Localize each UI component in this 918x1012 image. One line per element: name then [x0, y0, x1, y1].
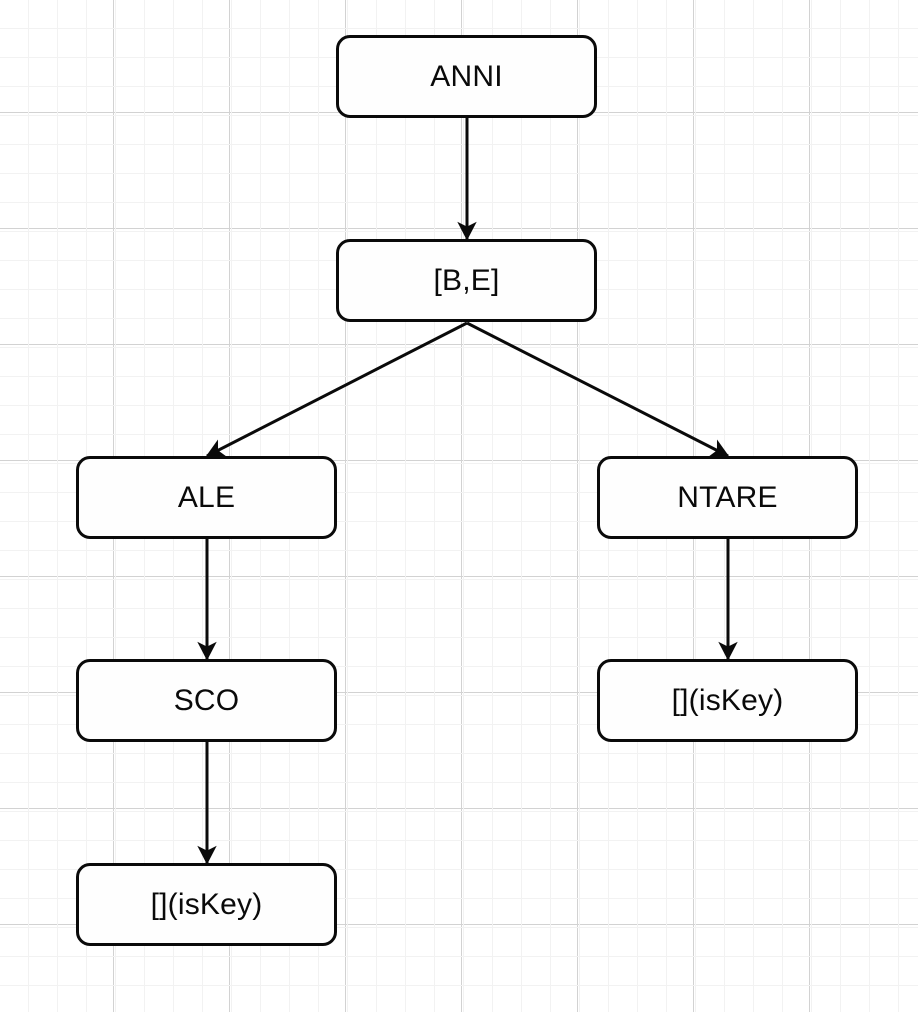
node-ale[interactable]: ALE: [76, 456, 337, 539]
node-anni[interactable]: ANNI: [336, 35, 597, 118]
edge-be-to-ntare: [466, 321, 730, 458]
node-label: [](isKey): [150, 887, 263, 921]
node-iskey-right[interactable]: [](isKey): [597, 659, 858, 742]
node-label: SCO: [173, 683, 240, 717]
node-label: NTARE: [677, 480, 778, 514]
node-sco[interactable]: SCO: [76, 659, 337, 742]
node-ntare[interactable]: NTARE: [597, 456, 858, 539]
node-label: [](isKey): [671, 683, 784, 717]
node-label: [B,E]: [433, 263, 500, 297]
node-label: ALE: [177, 480, 236, 514]
edge-be-to-ale: [205, 321, 468, 458]
node-label: ANNI: [430, 59, 503, 93]
node-be[interactable]: [B,E]: [336, 239, 597, 322]
node-iskey-left[interactable]: [](isKey): [76, 863, 337, 946]
